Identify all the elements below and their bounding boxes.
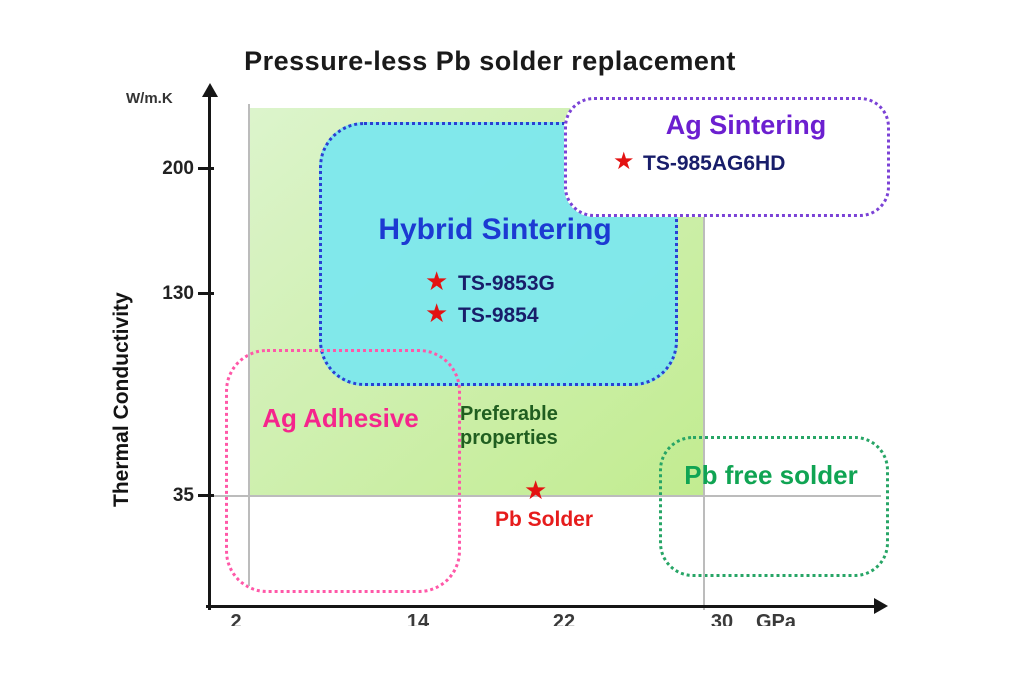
point-label-ts9853g: TS-9853G [458, 272, 555, 295]
x-axis-unit: GPa [755, 612, 797, 626]
y-tick-label-35: 35 [172, 485, 194, 506]
x-axis-line [206, 605, 878, 608]
y-axis-line [208, 95, 211, 610]
point-label-ts985ag6hd: TS-985AG6HD [643, 152, 786, 175]
ag-adhesive-region-label: Ag Adhesive [262, 403, 419, 433]
x-tick-label-30: 30 [710, 612, 734, 626]
star-icon: ★ [524, 475, 548, 505]
pb-free-solder-region-box [659, 436, 889, 577]
preferable-properties-annotation: Preferable properties [460, 403, 558, 449]
y-axis-arrow-icon [202, 83, 218, 97]
point-label-ts9854: TS-9854 [458, 304, 539, 327]
ag-sintering-region-box [564, 97, 890, 217]
y-tick-mark [198, 167, 214, 170]
ref-line-x2 [248, 104, 250, 586]
y-tick-mark [198, 292, 214, 295]
y-tick-mark [198, 494, 214, 497]
chart-title: Pressure-less Pb solder replacement [244, 46, 736, 76]
y-tick-label-200: 200 [162, 158, 194, 179]
ref-line-y35 [205, 495, 881, 497]
x-axis-arrow-icon [874, 598, 888, 614]
pb-free-solder-region-label: Pb free solder [684, 460, 858, 490]
y-tick-label-130: 130 [162, 283, 194, 304]
star-icon: ★ [613, 148, 635, 175]
star-icon: ★ [425, 266, 449, 296]
x-tick-label-2: 2 [230, 612, 242, 626]
point-label-pb-solder: Pb Solder [494, 508, 594, 531]
x-tick-label-22: 22 [552, 612, 576, 626]
star-icon: ★ [425, 298, 449, 328]
hybrid-sintering-region-label: Hybrid Sintering [378, 213, 612, 246]
y-axis-unit: W/m.K [126, 90, 173, 107]
ag-sintering-region-label: Ag Sintering [665, 110, 827, 140]
ag-adhesive-region-box [225, 349, 461, 593]
y-axis-title: Thermal Conductivity [110, 292, 133, 508]
x-tick-label-14: 14 [406, 612, 430, 626]
ref-line-x30 [703, 104, 705, 610]
